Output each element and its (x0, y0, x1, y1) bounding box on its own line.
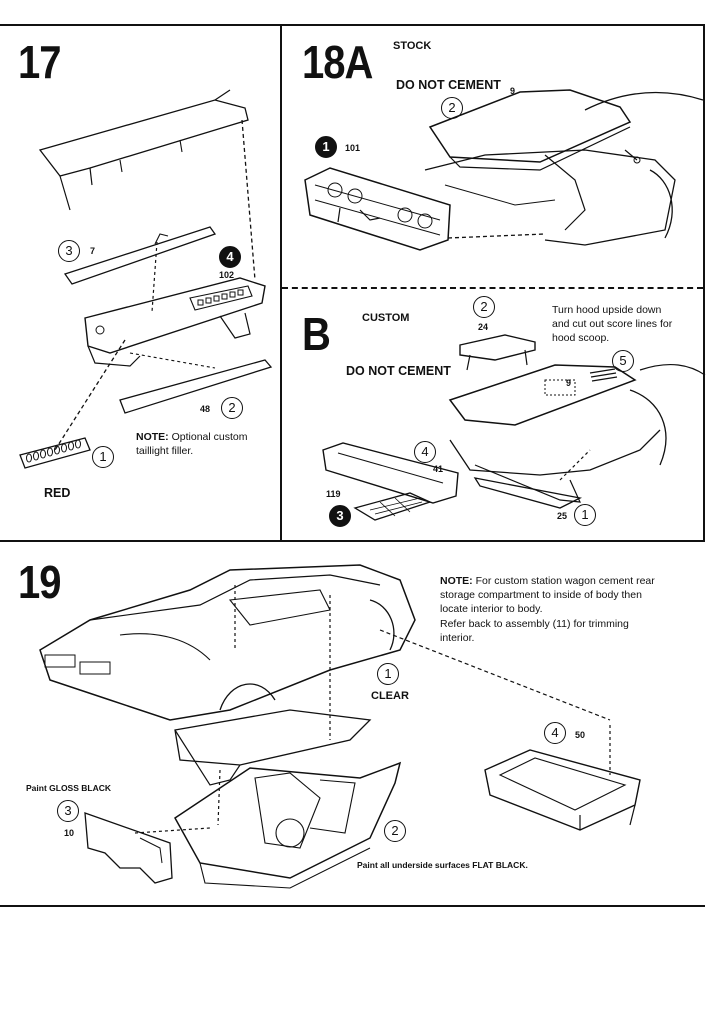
step-19-note-line-2: storage compartment to inside of body th… (440, 589, 642, 602)
step-19-side-panel-drawing (80, 808, 180, 888)
step-18b-part-9: 9 (566, 378, 572, 388)
step-18b-part-24: 24 (478, 322, 489, 332)
step-19-note-line-5: interior. (440, 631, 475, 644)
step-19-clear-label: CLEAR (371, 690, 409, 702)
step-18a-grille-drawing (300, 160, 500, 260)
step-19-windshield-drawing (170, 700, 370, 790)
step-18a-number: 18A (302, 37, 373, 89)
step-17-color-red: RED (44, 486, 71, 500)
step-19-paint-flat: Paint all underside surfaces FLAT BLACK. (357, 860, 528, 870)
step-19-callout-4: 4 (544, 722, 566, 744)
step-18b-car-front-drawing (440, 360, 705, 520)
frame-top-rule (0, 24, 704, 26)
step-19-number: 19 (18, 557, 61, 609)
step-18a-part-9: 9 (510, 86, 516, 96)
step-18b-part-25: 25 (557, 511, 568, 521)
step-18a-part-101: 101 (345, 143, 361, 153)
step-18-dashed-divider (282, 287, 703, 289)
step-18b-number: B (302, 309, 331, 361)
step-18b-do-not-cement: DO NOT CEMENT (346, 364, 451, 378)
step-19-note-label: NOTE: (440, 575, 473, 587)
step-17-trim-strip-drawing (60, 222, 220, 292)
step-18a-variant: STOCK (393, 40, 432, 52)
step-19-note-line-4: Refer back to assembly (11) for trimming (440, 617, 629, 630)
step-divider-horizontal (0, 540, 705, 542)
step-18b-callout-4: 4 (414, 441, 436, 463)
step-17-deck-lid-drawing (30, 80, 270, 220)
step-19-paint-gloss: Paint GLOSS BLACK (26, 783, 112, 793)
step-18b-part-119: 119 (326, 489, 341, 499)
step-18b-callout-3: 3 (329, 505, 351, 527)
step-19-car-body-drawing (30, 560, 430, 730)
step-17-number: 17 (18, 37, 61, 89)
step-18b-grille-insert-drawing (350, 488, 440, 528)
step-19-part-10: 10 (64, 828, 75, 838)
step-18a-car-front-drawing (425, 80, 705, 260)
step-18b-instructions: Turn hood upside down and cut out score … (552, 303, 702, 346)
step-19-callout-1: 1 (377, 663, 399, 685)
frame-bottom-rule (0, 905, 705, 907)
step-19-callout-3: 3 (57, 800, 79, 822)
step-18b-callout-1: 1 (574, 504, 596, 526)
step-18b-callout-5: 5 (612, 350, 634, 372)
step-18a-callout-1: 1 (315, 136, 337, 158)
step-19-part-50: 50 (575, 730, 586, 740)
step-18b-part-41: 41 (433, 464, 444, 474)
step-18b-variant: CUSTOM (362, 312, 410, 324)
step-18b-grille-drawing (318, 438, 468, 508)
step-17-callout-3: 3 (58, 240, 80, 262)
step-17-part-7: 7 (90, 246, 96, 256)
step-18b-hood-scoop-drawing (455, 330, 555, 380)
step-19-note-line-1: For custom station wagon cement rear (475, 575, 655, 587)
step-17-part-102: 102 (219, 270, 235, 280)
step-19-callout-2: 2 (384, 820, 406, 842)
step-19-rear-compartment-drawing (480, 730, 650, 840)
step-divider-vertical (280, 24, 282, 541)
frame-right-rule (703, 24, 705, 541)
step-17-callout-2: 2 (221, 397, 243, 419)
step-18b-lower-valance-drawing (470, 468, 590, 518)
step-17-bumper-assembly-drawing (70, 268, 270, 378)
step-17-note-text: Optional custom taillight filler. (136, 431, 248, 458)
step-18b-callout-2: 2 (473, 296, 495, 318)
step-18b-hood-drawing (445, 355, 645, 435)
step-19-note-line-3: locate interior to body. (440, 603, 543, 616)
step-17-part-48: 48 (200, 404, 211, 414)
step-17-taillight-filler-drawing (15, 330, 175, 490)
step-18a-do-not-cement: DO NOT CEMENT (396, 78, 501, 92)
step-17-callout-1: 1 (92, 446, 114, 468)
step-19-interior-tub-drawing (170, 738, 410, 888)
step-18b-instruction-line-3: hood scoop. (552, 332, 610, 345)
step-19-note: NOTE: For custom station wagon cement re… (440, 574, 702, 645)
step-17-callout-4: 4 (219, 246, 241, 268)
step-18b-instruction-line-1: Turn hood upside down (552, 304, 662, 316)
step-17-note: NOTE: Optional custom taillight filler. (136, 430, 276, 458)
step-17-note-label: NOTE: (136, 431, 169, 443)
step-17-lower-molding-drawing (115, 355, 275, 425)
step-18b-instruction-line-2: and cut out score lines for (552, 318, 673, 331)
